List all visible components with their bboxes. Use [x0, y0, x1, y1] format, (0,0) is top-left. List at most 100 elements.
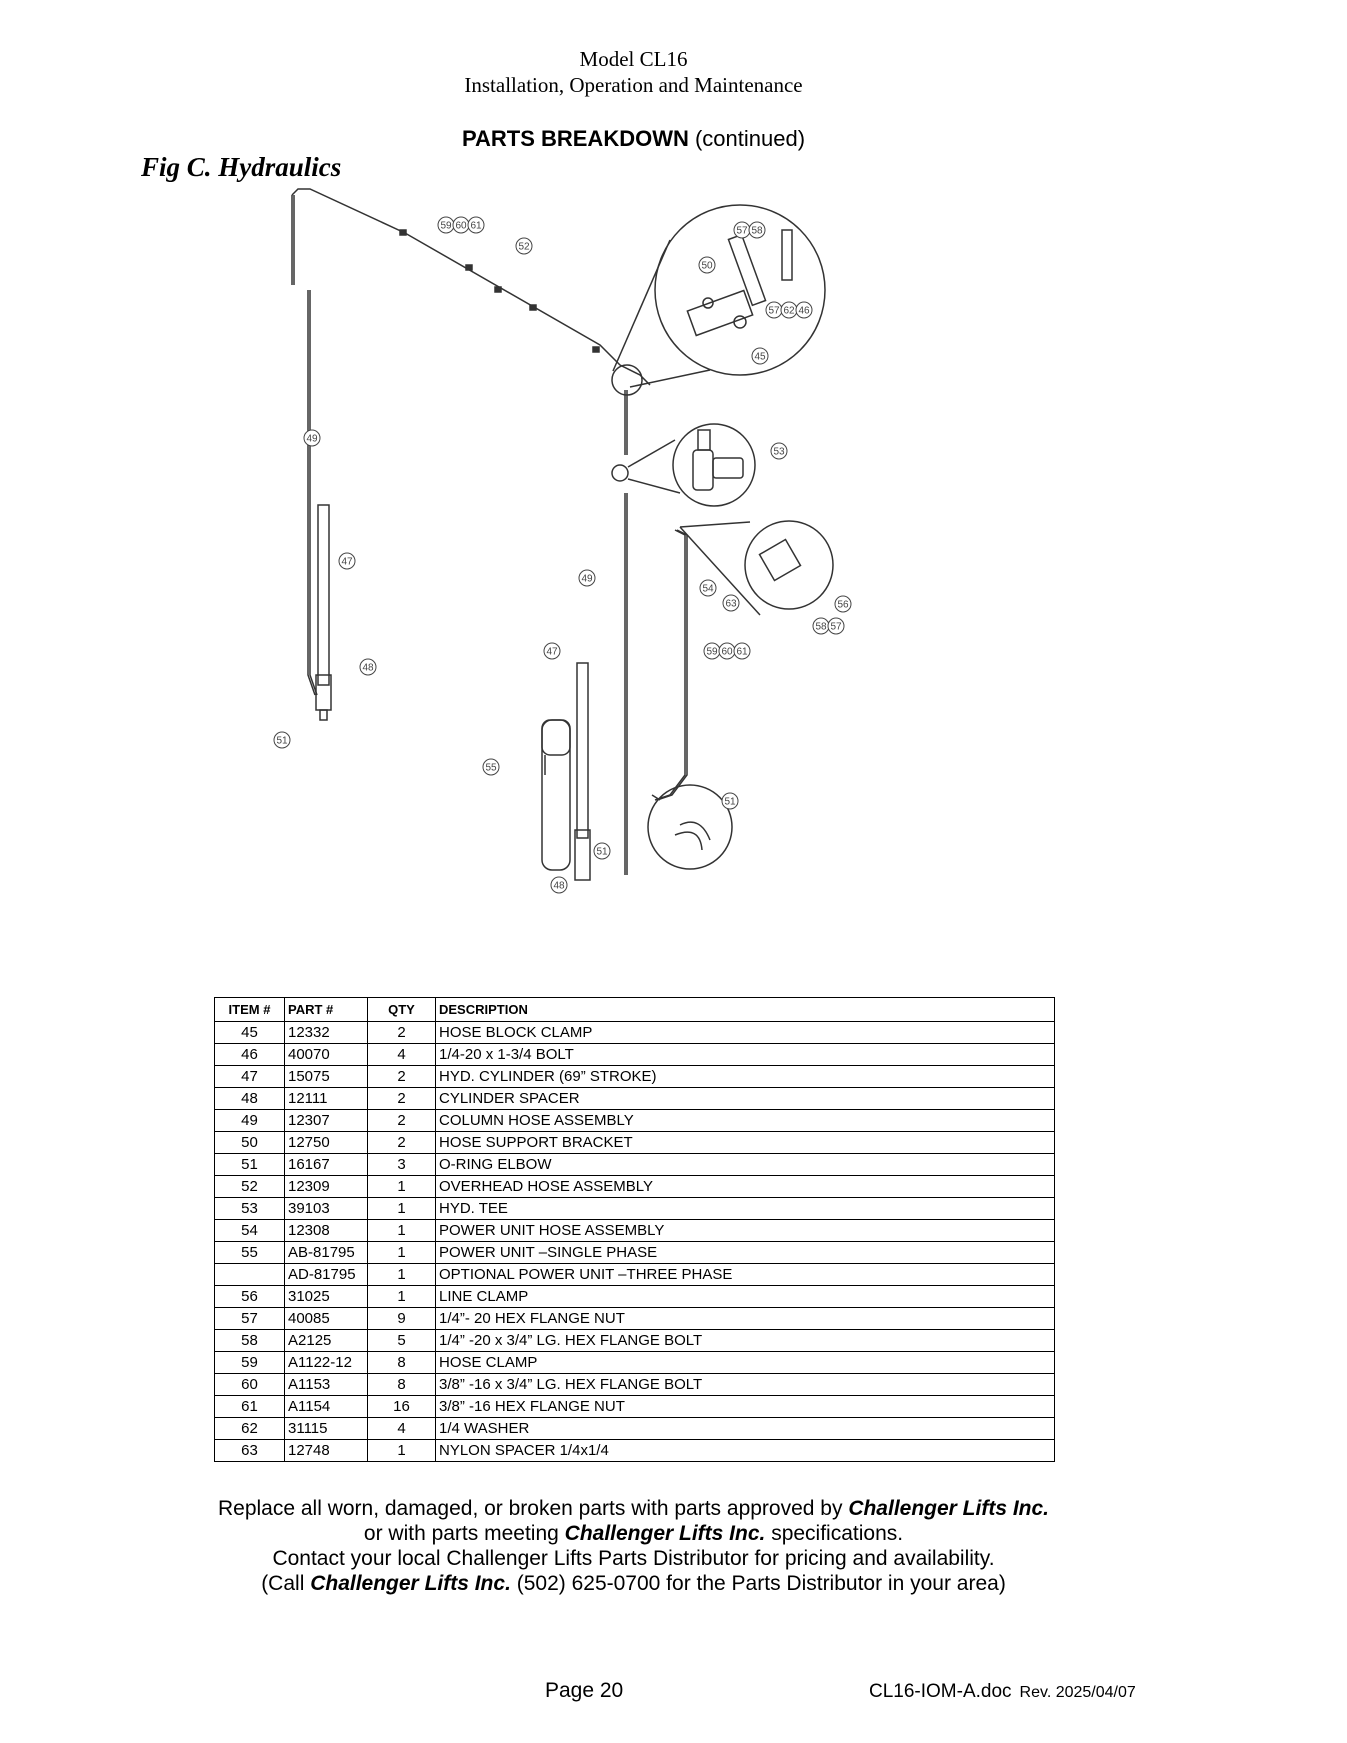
document-revision: Rev. 2025/04/07 [1019, 1684, 1136, 1701]
callout-label: 60 [721, 647, 733, 658]
cell-part: 12332 [284, 1021, 368, 1044]
page-number: Page 20 [545, 1679, 624, 1702]
cell-description: 3/8” -16 x 3/4” LG. HEX FLANGE BOLT [435, 1373, 1055, 1396]
callout-label: 57 [768, 306, 780, 317]
cell-item: 57 [214, 1307, 285, 1330]
cell-qty: 1 [367, 1285, 436, 1308]
cell-description: 1/4 WASHER [435, 1417, 1055, 1440]
company-name: Challenger Lifts Inc. [310, 1572, 511, 1595]
cell-description: LINE CLAMP [435, 1285, 1055, 1308]
cell-qty: 8 [367, 1351, 436, 1374]
callout-label: 58 [815, 622, 827, 633]
cell-part: 40070 [284, 1043, 368, 1066]
section-title-bold: PARTS BREAKDOWN [461, 126, 689, 151]
cell-part: A1154 [284, 1395, 368, 1418]
note-line-2: or with parts meeting Challenger Lifts I… [0, 1521, 1267, 1546]
callout-label: 61 [736, 647, 748, 658]
column-header-qty: QTY [367, 997, 436, 1022]
cell-qty: 1 [367, 1197, 436, 1220]
cell-item [214, 1263, 285, 1286]
document-id: CL16-IOM-A.doc Rev. 2025/04/07 [869, 1681, 1136, 1703]
callout-label: 56 [837, 600, 849, 611]
cell-part: A1122-12 [284, 1351, 368, 1374]
cell-item: 50 [214, 1131, 285, 1154]
callout-label: 48 [553, 881, 565, 892]
cell-item: 48 [214, 1087, 285, 1110]
callout-bubbles [273, 216, 852, 894]
cell-item: 54 [214, 1219, 285, 1242]
figure-title: Fig C. Hydraulics [141, 152, 342, 182]
document-model-header: Model CL16 [579, 47, 688, 71]
cell-item: 45 [214, 1021, 285, 1044]
callout-label: 50 [701, 261, 713, 272]
cell-part: 12111 [284, 1087, 368, 1110]
cell-qty: 9 [367, 1307, 436, 1330]
cell-part: 31025 [284, 1285, 368, 1308]
cell-qty: 1 [367, 1175, 436, 1198]
cell-item: 52 [214, 1175, 285, 1198]
replacement-notes: Replace all worn, damaged, or broken par… [0, 1496, 1267, 1596]
cell-qty: 1 [367, 1241, 436, 1264]
callout-label: 58 [751, 226, 763, 237]
document-filename: CL16-IOM-A.doc [869, 1681, 1012, 1702]
cell-item: 63 [214, 1439, 285, 1462]
cell-qty: 2 [367, 1131, 436, 1154]
cell-item: 51 [214, 1153, 285, 1176]
cell-part: 12307 [284, 1109, 368, 1132]
note-line-4: (Call Challenger Lifts Inc. (502) 625-07… [0, 1571, 1267, 1596]
callout-label: 49 [306, 434, 318, 445]
cell-part: AB-81795 [284, 1241, 368, 1264]
company-name: Challenger Lifts Inc. [848, 1497, 1050, 1520]
cell-qty: 1 [367, 1219, 436, 1242]
cell-description: 3/8” -16 HEX FLANGE NUT [435, 1395, 1055, 1418]
cell-qty: 8 [367, 1373, 436, 1396]
cell-item: 60 [214, 1373, 285, 1396]
callout-label: 47 [546, 647, 558, 658]
callout-label: 48 [362, 663, 374, 674]
cell-description: HOSE BLOCK CLAMP [435, 1021, 1055, 1044]
cell-part: 12748 [284, 1439, 368, 1462]
cell-qty: 2 [367, 1065, 436, 1088]
cell-item: 58 [214, 1329, 285, 1352]
note-line-1-text: Replace all worn, damaged, or broken par… [217, 1497, 849, 1520]
callout-label: 45 [754, 352, 766, 363]
cell-qty: 16 [367, 1395, 436, 1418]
cell-part: A1153 [284, 1373, 368, 1396]
callout-label: 59 [440, 221, 452, 232]
cell-qty: 2 [367, 1021, 436, 1044]
note-line-2-end: specifications. [765, 1522, 904, 1545]
callout-label: 54 [702, 584, 714, 595]
callout-label: 63 [725, 599, 737, 610]
callout-label: 51 [724, 797, 736, 808]
cell-item: 47 [214, 1065, 285, 1088]
cell-item: 53 [214, 1197, 285, 1220]
cell-part: 15075 [284, 1065, 368, 1088]
cell-item: 49 [214, 1109, 285, 1132]
cell-part: AD-81795 [284, 1263, 368, 1286]
note-line-4-text: (Call [261, 1572, 311, 1595]
callout-label: 51 [276, 736, 288, 747]
cell-qty: 5 [367, 1329, 436, 1352]
callout-label: 59 [706, 647, 718, 658]
cell-qty: 2 [367, 1087, 436, 1110]
cell-qty: 2 [367, 1109, 436, 1132]
cell-qty: 1 [367, 1439, 436, 1462]
callout-label: 57 [736, 226, 748, 237]
note-line-1: Replace all worn, damaged, or broken par… [0, 1496, 1267, 1521]
cell-part: 40085 [284, 1307, 368, 1330]
